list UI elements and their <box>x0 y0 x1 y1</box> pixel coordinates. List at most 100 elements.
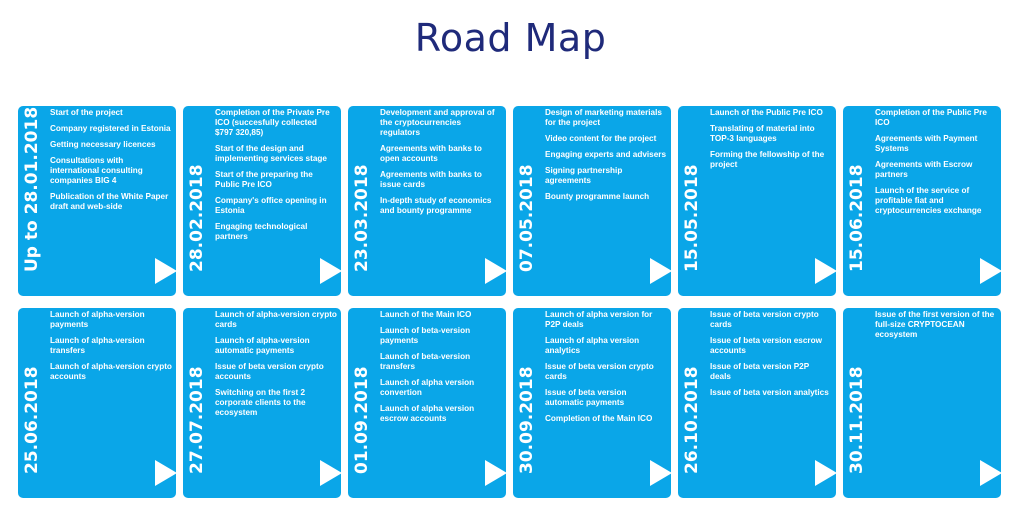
milestone-date-box: 15.05.2018 <box>682 110 710 292</box>
milestone-item: Launch of the Main ICO <box>380 310 472 319</box>
milestone-item: Completion of the Private Pre ICO (succe… <box>215 108 330 137</box>
milestone-items: Completion of the Public Pre ICO Agreemen… <box>875 108 997 222</box>
milestone-item: Completion of the Public Pre ICO <box>875 108 987 127</box>
milestone-item: Company registered in Estonia <box>50 124 171 133</box>
milestone-items: Issue of the first version of the full-s… <box>875 310 997 346</box>
milestone-item: Completion of the Main ICO <box>545 414 653 423</box>
milestone-item: Forming the fellowship of the project <box>710 150 825 169</box>
milestone-item: Launch of alpha-version crypto cards <box>215 310 337 329</box>
milestone-item: Agreements with banks to issue cards <box>380 170 482 189</box>
arrow-icon <box>155 258 176 284</box>
milestone-item: Start of the design and implementing ser… <box>215 144 327 163</box>
milestone-item: Launch of the service of profitable fiat… <box>875 186 982 215</box>
milestone-date-box: Up to 28.01.2018 <box>22 106 50 292</box>
milestone-card: 15.05.2018 Launch of the Public Pre ICO Tr… <box>678 106 836 296</box>
milestone-item: Issue of beta version crypto cards <box>545 362 654 381</box>
milestone-items: Launch of the Public Pre ICO Translating … <box>710 108 832 176</box>
milestone-date: 23.03.2018 <box>352 164 372 272</box>
milestone-date: Up to 28.01.2018 <box>22 106 42 272</box>
page-title: Road Map <box>414 16 607 60</box>
milestone-item: Getting necessary licences <box>50 140 156 149</box>
arrow-icon <box>155 460 176 486</box>
milestone-date-box: 28.02.2018 <box>187 110 215 292</box>
milestone-date: 15.06.2018 <box>847 164 867 272</box>
milestone-item: Issue of beta version crypto accounts <box>215 362 324 381</box>
milestone-item: Issue of the first version of the full-s… <box>875 310 995 339</box>
milestone-date-box: 07.05.2018 <box>517 110 545 292</box>
milestone-date: 30.11.2018 <box>847 366 867 474</box>
milestone-card: 25.06.2018 Launch of alpha-version paymen… <box>18 308 176 498</box>
milestone-item: Launch of alpha-version crypto accounts <box>50 362 172 381</box>
milestone-item: Issue of beta version analytics <box>710 388 829 397</box>
milestone-item: Bounty programme launch <box>545 192 650 201</box>
milestone-item: Launch of alpha-version automatic paymen… <box>215 336 310 355</box>
milestone-item: Agreements with Payment Systems <box>875 134 978 153</box>
milestone-item: Translating of material into TOP-3 langu… <box>710 124 815 143</box>
milestone-item: Video content for the project <box>545 134 657 143</box>
arrow-icon <box>980 460 1001 486</box>
milestone-item: Publication of the White Paper draft and… <box>50 192 169 211</box>
milestone-date: 25.06.2018 <box>22 366 42 474</box>
arrow-icon <box>815 258 836 284</box>
milestone-date-box: 26.10.2018 <box>682 312 710 494</box>
milestone-date-box: 30.11.2018 <box>847 312 875 494</box>
milestone-date: 27.07.2018 <box>187 366 207 474</box>
milestone-item: Launch of alpha-version payments <box>50 310 145 329</box>
milestone-item: Design of marketing materials for the pr… <box>545 108 662 127</box>
milestone-item: Issue of beta version escrow accounts <box>710 336 822 355</box>
milestone-item: Launch of the Public Pre ICO <box>710 108 823 117</box>
milestone-item: Launch of alpha version analytics <box>545 336 640 355</box>
milestone-card: 07.05.2018 Design of marketing materials … <box>513 106 671 296</box>
arrow-icon <box>650 258 671 284</box>
milestone-item: Issue of beta version P2P deals <box>710 362 810 381</box>
milestone-date: 15.05.2018 <box>682 164 702 272</box>
milestone-item: In-depth study of economics and bounty p… <box>380 196 492 215</box>
milestone-item: Consultations with international consult… <box>50 156 143 185</box>
milestone-item: Development and approval of the cryptocu… <box>380 108 495 137</box>
milestone-item: Start of the preparing the Public Pre IC… <box>215 170 313 189</box>
milestone-item: Agreements with banks to open accounts <box>380 144 482 163</box>
milestone-date: 07.05.2018 <box>517 164 537 272</box>
arrow-icon <box>320 258 341 284</box>
arrow-icon <box>815 460 836 486</box>
milestone-card: 30.11.2018 Issue of the first version of … <box>843 308 1001 498</box>
milestone-card: 27.07.2018 Launch of alpha-version crypto… <box>183 308 341 498</box>
milestone-date-box: 27.07.2018 <box>187 312 215 494</box>
milestone-items: Launch of the Main ICO Launch of beta-ver… <box>380 310 502 430</box>
milestone-item: Engaging experts and advisers <box>545 150 667 159</box>
milestone-items: Design of marketing materials for the pr… <box>545 108 667 208</box>
milestone-date-box: 23.03.2018 <box>352 110 380 292</box>
milestone-date-box: 25.06.2018 <box>22 312 50 494</box>
milestone-item: Switching on the first 2 corporate clien… <box>215 388 306 417</box>
milestone-card: 15.06.2018 Completion of the Public Pre I… <box>843 106 1001 296</box>
milestone-item: Launch of alpha version escrow accounts <box>380 404 475 423</box>
milestone-item: Engaging technological partners <box>215 222 308 241</box>
arrow-icon <box>650 460 671 486</box>
milestone-item: Launch of alpha version convertion <box>380 378 475 397</box>
arrow-icon <box>320 460 341 486</box>
milestone-item: Launch of beta-version transfers <box>380 352 471 371</box>
milestone-item: Launch of alpha version for P2P deals <box>545 310 653 329</box>
milestone-item: Launch of alpha-version transfers <box>50 336 145 355</box>
milestone-item: Issue of beta version crypto cards <box>710 310 819 329</box>
milestone-date: 01.09.2018 <box>352 366 372 474</box>
milestone-date-box: 15.06.2018 <box>847 110 875 292</box>
milestone-date-box: 30.09.2018 <box>517 312 545 494</box>
milestone-items: Completion of the Private Pre ICO (succe… <box>215 108 337 248</box>
arrow-icon <box>485 258 506 284</box>
milestone-item: Start of the project <box>50 108 123 117</box>
arrow-icon <box>980 258 1001 284</box>
milestone-item: Launch of beta-version payments <box>380 326 471 345</box>
milestone-card: 23.03.2018 Development and approval of th… <box>348 106 506 296</box>
milestone-item: Company's office opening in Estonia <box>215 196 327 215</box>
